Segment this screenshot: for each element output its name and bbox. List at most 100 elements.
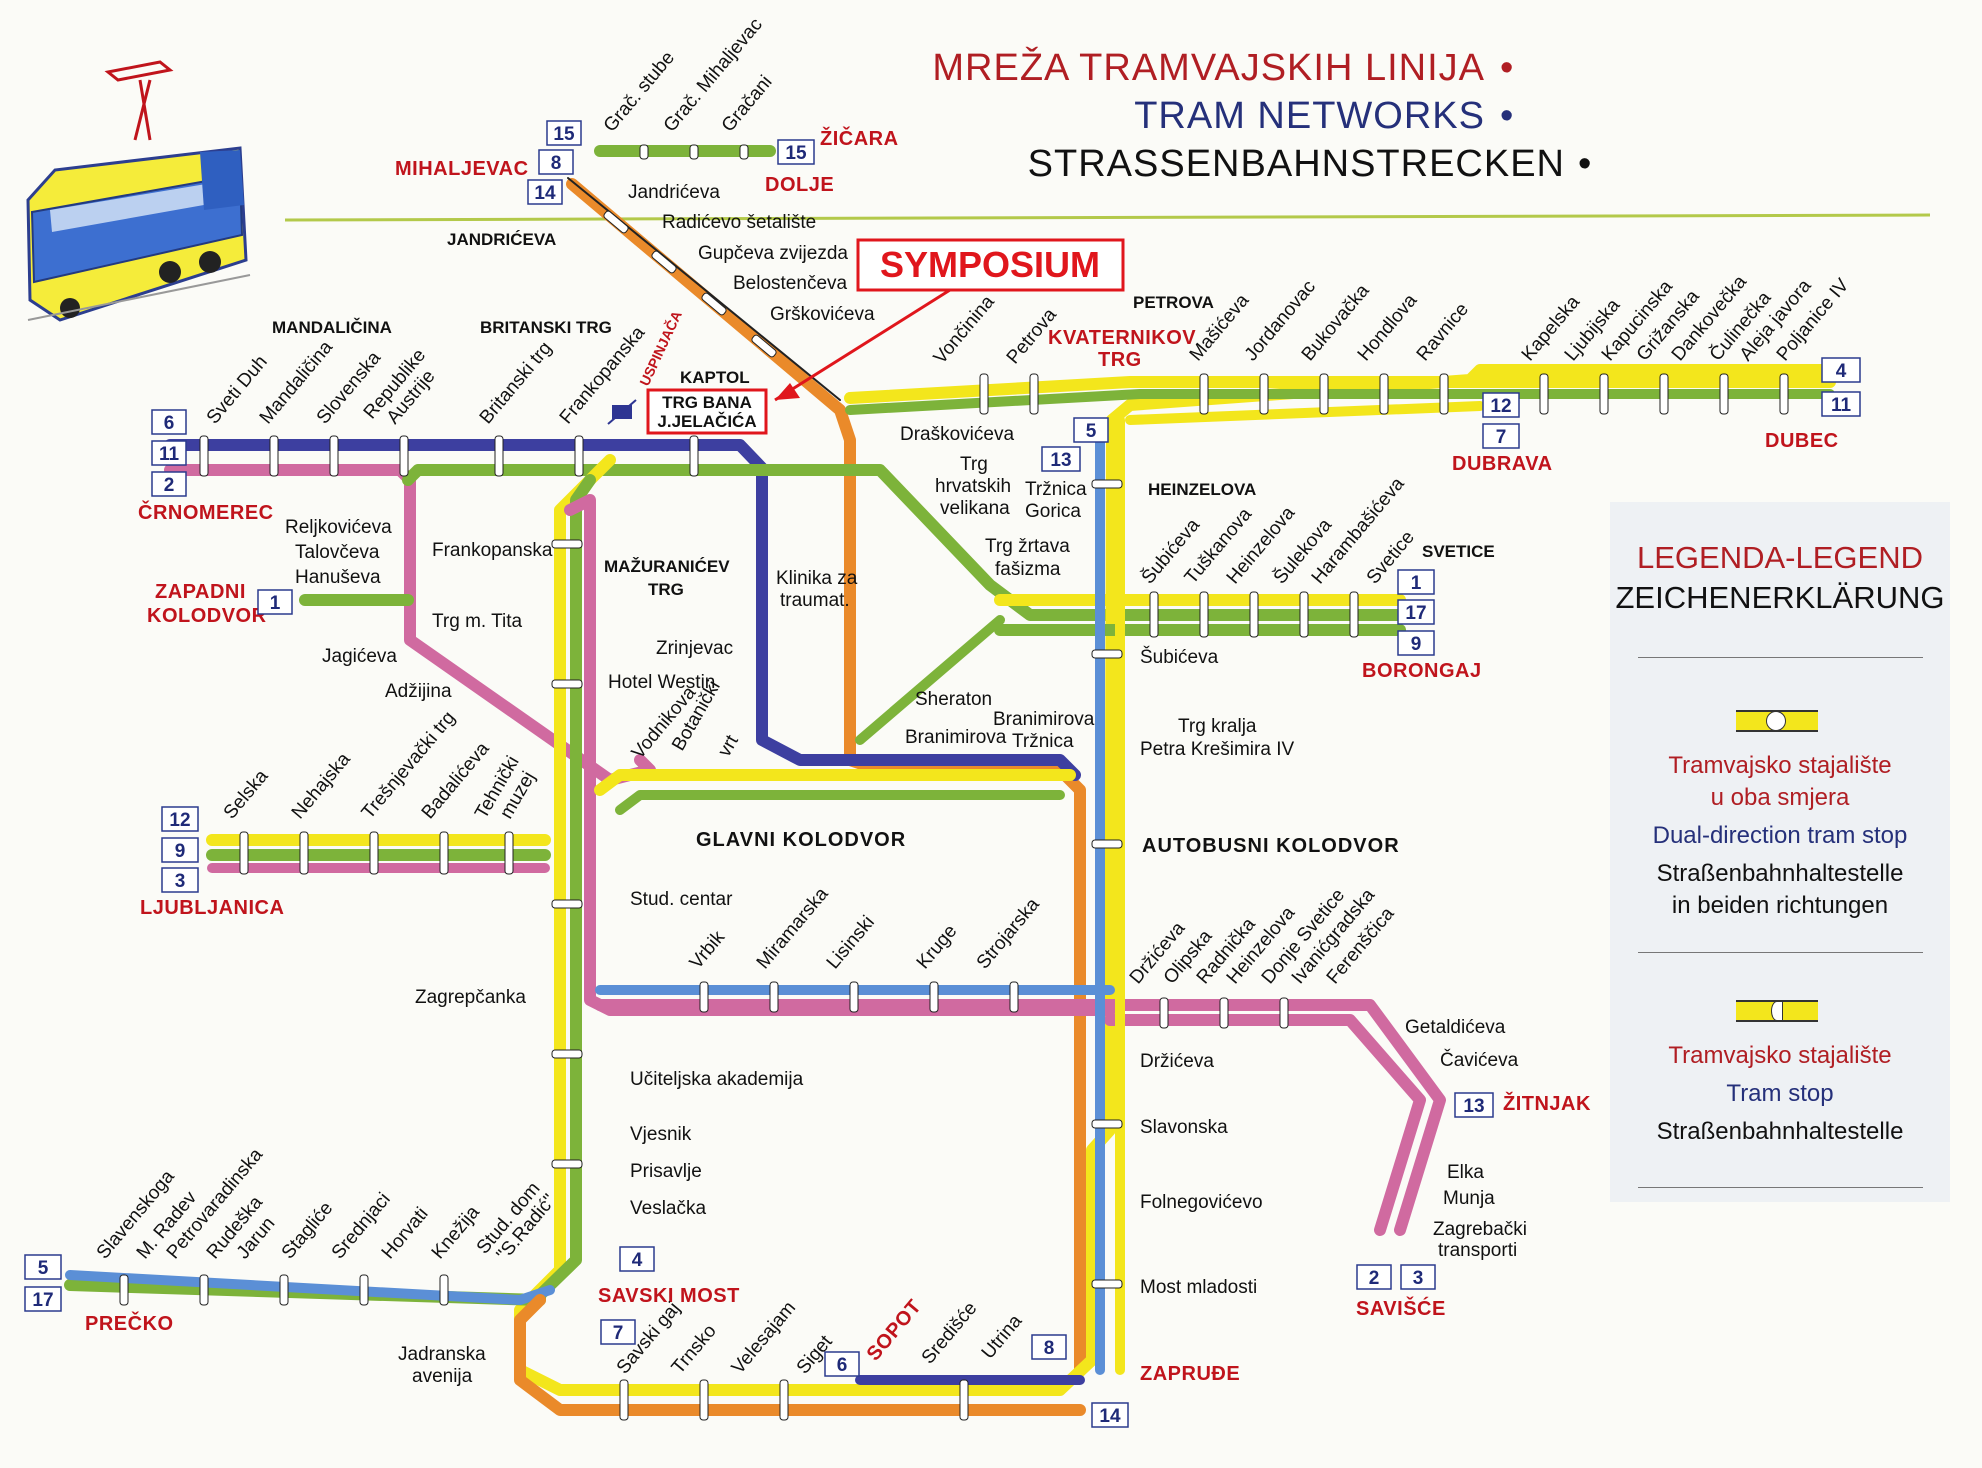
stop-knezija: Knežija [428,1202,484,1264]
num-prec-5: 5 [38,1258,49,1279]
svg-text:•: • [1578,143,1592,185]
num-crn-2: 2 [164,475,175,496]
term-crnomerec: ČRNOMEREC [138,500,274,524]
stop-branimirova: Branimirova [905,727,1007,748]
stop-westin: Hotel Westin [608,672,715,693]
svg-text:•: • [1500,47,1514,89]
legend-panel: LEGENDA-LEGEND ZEICHENERKLÄRUNG Tramvajs… [1610,502,1950,1202]
num-dolje-15: 15 [785,143,807,164]
stop-reljkoviceva: Reljkovićeva [285,517,392,538]
line-green-mid [615,790,1065,815]
num-savski-7: 7 [613,1323,624,1344]
stop-folnegovicevo: Folnegovićevo [1140,1192,1263,1213]
line-green-east [845,389,1835,415]
stop-talovceva: Talovčeva [295,542,380,563]
hub-mazuranicev2: TRG [648,580,684,599]
term-savisce: SAVIŠĆE [1356,1296,1446,1320]
stop-voncinina: Vončinina [930,291,999,368]
term-dubec: DUBEC [1765,430,1839,452]
num-sav-3: 3 [1413,1268,1424,1289]
term-zitnjak: ŽITNJAK [1503,1091,1591,1115]
num-kvat-5: 5 [1086,421,1097,442]
title-croatian: MREŽA TRAMVAJSKIH LINIJA [932,46,1485,89]
stop-markers [119,144,1789,1421]
stop-most-mladosti: Most mladosti [1140,1277,1257,1298]
num-dub-7: 7 [1496,427,1507,448]
legend-stop-symbol [1736,1000,1818,1022]
stop-trg-kralja1: Trg kralja [1178,716,1257,737]
num-sav-2: 2 [1369,1268,1380,1289]
hub-kaptol: KAPTOL [680,368,750,387]
stop-klinika1: Klinika za [776,568,858,589]
legend-item2-en: Tram stop [1726,1080,1834,1107]
term-zapadni1: ZAPADNI [155,581,246,603]
stop-jagiceva: Jagićeva [322,646,397,667]
stop-vjesnik: Vjesnik [630,1124,692,1145]
num-dubec-4: 4 [1836,361,1847,382]
num-crn-11: 11 [159,444,180,465]
hub-heinzelova: HEINZELOVA [1148,480,1256,499]
stop-staglisce: Stagliće [278,1198,338,1263]
title-english: TRAM NETWORKS [1134,95,1485,137]
num-ljub-12: 12 [169,810,190,831]
legend-divider-3 [1638,1187,1923,1188]
stop-kruge: Kruge [913,921,962,973]
stop-draskoviceva: Draškovićeva [900,424,1014,445]
stop-slavonska: Slavonska [1140,1117,1228,1138]
term-zapadni2: KOLODVOR [147,605,267,627]
line-number-badges: 15 8 14 15 6 11 2 1 12 9 3 5 17 4 7 6 8 … [24,120,1861,1428]
stop-trznica-gorica2: Gorica [1025,501,1081,522]
num-prec-17: 17 [32,1290,53,1311]
stop-trznica-gorica1: Tržnica [1025,479,1087,500]
term-mihaljevac: MIHALJEVAC [395,158,529,180]
stop-trg-hrv1: Trg [960,454,988,475]
title-rule [284,213,1931,222]
term-zicara: ŽIČARA [820,126,899,150]
num-dub-12: 12 [1490,396,1511,417]
stop-trg-hrv2: hrvatskih [935,476,1011,497]
stop-jadranska1: Jadranska [398,1344,486,1365]
symposium-label: SYMPOSIUM [880,244,1100,285]
term-zaprude: ZAPRUĐE [1140,1363,1240,1385]
line-pink-vrbik [594,999,1446,1236]
term-kvaternikov2: TRG [1098,349,1142,371]
stop-caviceva: Čavićeva [1440,1049,1519,1071]
num-crn-6: 6 [164,413,175,434]
term-kvaternikov1: KVATERNIKOV [1048,327,1196,349]
stop-frankopanska: Frankopanska [556,322,650,428]
legend-title: LEGENDA-LEGEND [1637,540,1923,575]
stop-lisinski: Lisinski [823,912,879,973]
svg-text:•: • [1500,95,1514,137]
title: MREŽA TRAMVAJSKIH LINIJA • TRAM NETWORKS… [932,46,1592,185]
stop-zrinjevac: Zrinjevac [656,638,733,659]
symposium-callout: SYMPOSIUM TRG BANA J.JELAČIĆA [646,238,1125,435]
stop-trg-hrv3: velikana [940,498,1010,519]
num-bor-9: 9 [1411,634,1422,655]
term-ljubljanica: LJUBLJANICA [140,897,284,919]
stop-stud-centar: Stud. centar [630,889,733,910]
legend-divider-2 [1638,952,1923,953]
hub-uspinjaca: USPINJAČA [635,308,685,389]
num-mih-8: 8 [551,153,562,174]
stop-zagrebacki2: transporti [1438,1240,1517,1261]
legend-item1-de1: Straßenbahnhaltestelle [1656,860,1904,887]
hub-glavni: GLAVNI KOLODVOR [696,829,906,851]
num-ljub-9: 9 [175,841,186,862]
line-yellow-mid [594,769,1076,796]
stop-prisavlje: Prisavlje [630,1161,702,1182]
hub-britanski: BRITANSKI TRG [480,318,612,337]
stop-gupceva: Gupčeva zvijezda [698,243,848,264]
stop-frankopanska-v: Frankopanska [432,540,553,561]
num-zap-14: 14 [1099,1406,1121,1427]
line-pink-zit [1104,1014,1426,1236]
stop-grac-mihaljevac: Grač. Mihaljevac [660,14,767,136]
stop-selska: Selska [220,766,273,824]
line-blue-trunk [65,1270,555,1305]
stop-radicevo: Radićevo šetalište [662,212,816,233]
stop-veslacka: Veslačka [630,1198,706,1219]
legend-item2-hr: Tramvajsko stajalište [1668,1042,1892,1069]
term-precko: PREČKO [85,1311,174,1335]
stop-branimirova2: Branimirova [993,709,1095,730]
line-navy-west [164,439,1081,781]
